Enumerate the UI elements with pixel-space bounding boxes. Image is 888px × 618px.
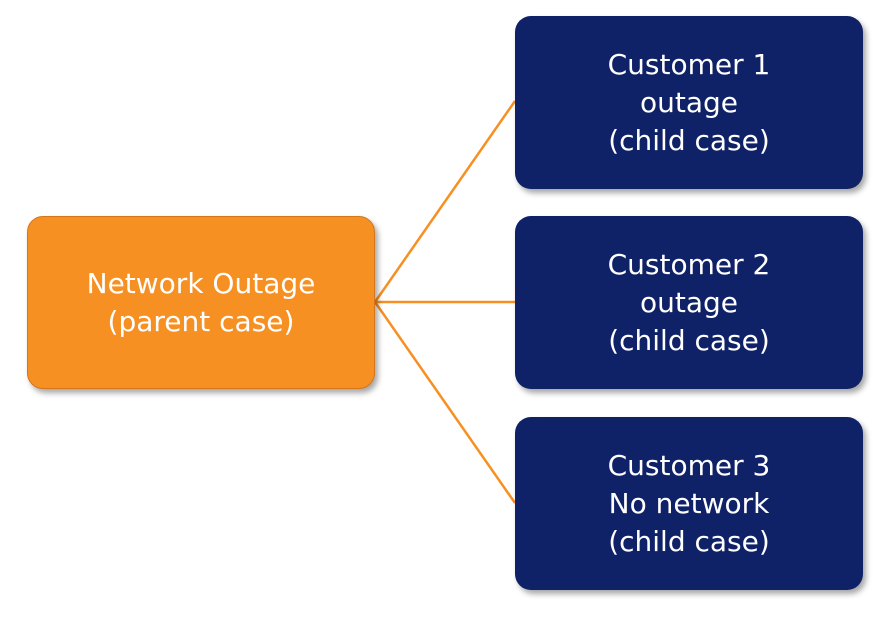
parent-case-subtitle: (parent case) — [107, 304, 295, 338]
parent-case-node: Network Outage (parent case) — [27, 216, 375, 389]
parent-case-title: Network Outage — [86, 266, 316, 300]
child-case-2-line-3: (child case) — [608, 323, 770, 357]
child-case-2-line-2: outage — [639, 285, 738, 319]
child-case-3-line-3: (child case) — [608, 524, 770, 558]
child-case-node-3: Customer 3 No network (child case) — [515, 417, 863, 590]
child-case-3-line-1: Customer 3 — [607, 448, 771, 482]
child-case-node-1: Customer 1 outage (child case) — [515, 16, 863, 189]
child-case-node-2: Customer 2 outage (child case) — [515, 216, 863, 389]
connector-parent-to-child-1 — [373, 100, 517, 303]
child-case-2-line-1: Customer 2 — [607, 247, 771, 281]
child-case-1-line-1: Customer 1 — [607, 47, 771, 81]
child-case-3-line-2: No network — [608, 486, 770, 520]
child-case-1-line-3: (child case) — [608, 123, 770, 157]
child-case-1-line-2: outage — [639, 85, 738, 119]
connector-parent-to-child-3 — [373, 301, 517, 504]
